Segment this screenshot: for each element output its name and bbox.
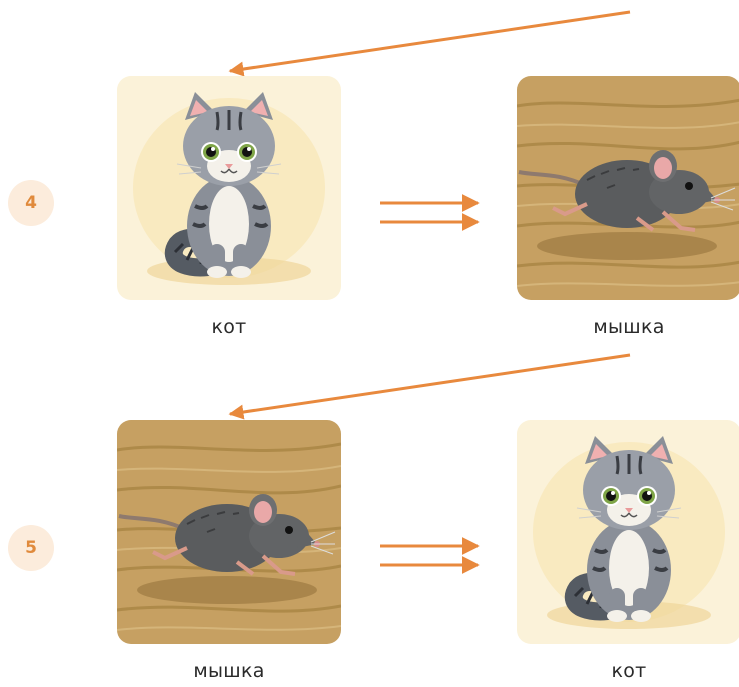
- card-label: кот: [211, 316, 247, 338]
- return-arrow-top: [228, 10, 631, 77]
- card-label: кот: [611, 660, 647, 682]
- card-cat: [117, 76, 341, 300]
- row-number-badge: 5: [8, 525, 54, 571]
- return-arrow-middle: [228, 353, 631, 420]
- card-label: мышка: [193, 660, 265, 682]
- mouse-icon: [117, 420, 341, 644]
- cat-icon: [117, 76, 341, 300]
- cat-icon: [517, 420, 739, 644]
- card-mouse: [517, 76, 739, 300]
- mouse-icon: [517, 76, 739, 300]
- card-mouse: [117, 420, 341, 644]
- card-label: мышка: [593, 316, 665, 338]
- row-number-badge: 4: [8, 180, 54, 226]
- card-cat: [517, 420, 739, 644]
